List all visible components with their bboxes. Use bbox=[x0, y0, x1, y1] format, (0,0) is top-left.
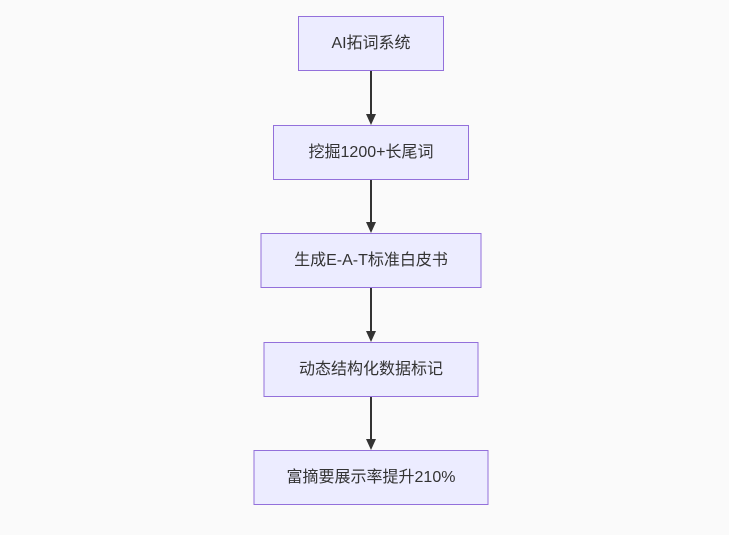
arrowhead-icon bbox=[366, 439, 376, 450]
arrowhead-icon bbox=[366, 331, 376, 342]
flow-arrow-1 bbox=[366, 71, 376, 125]
arrowhead-icon bbox=[366, 222, 376, 233]
flow-node-label: 富摘要展示率提升210% bbox=[286, 468, 456, 486]
flow-arrow-4 bbox=[366, 397, 376, 450]
flow-node-label: 挖掘1200+长尾词 bbox=[308, 143, 434, 161]
flow-node-structured-data: 动态结构化数据标记 bbox=[263, 342, 479, 397]
flow-node-eat-whitepaper: 生成E-A-T标准白皮书 bbox=[260, 233, 482, 288]
flow-node-rich-snippet-rate: 富摘要展示率提升210% bbox=[253, 450, 489, 505]
arrowhead-icon bbox=[366, 114, 376, 125]
flow-node-label: AI拓词系统 bbox=[331, 34, 411, 52]
flow-arrow-2 bbox=[366, 180, 376, 233]
flow-node-ai-keyword-system: AI拓词系统 bbox=[298, 16, 444, 71]
flow-arrow-3 bbox=[366, 288, 376, 342]
flow-node-longtail-mining: 挖掘1200+长尾词 bbox=[273, 125, 469, 180]
flow-node-label: 生成E-A-T标准白皮书 bbox=[294, 251, 448, 269]
flow-node-label: 动态结构化数据标记 bbox=[298, 360, 443, 378]
